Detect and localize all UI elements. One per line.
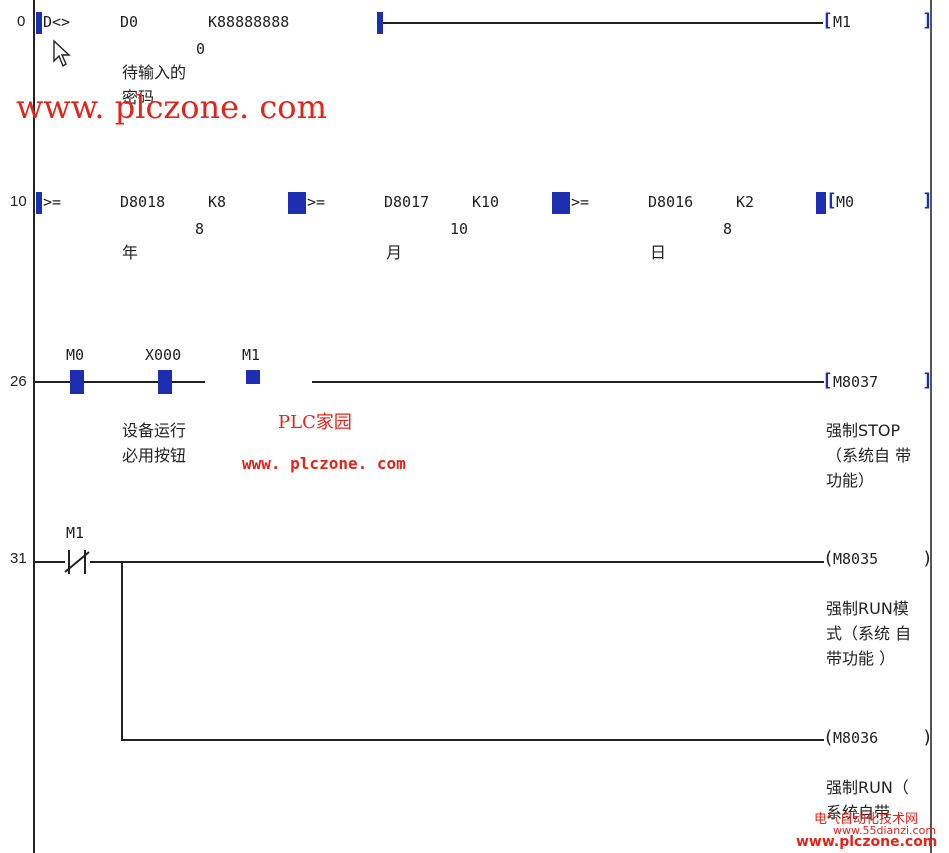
rung-0-step-number: 0 bbox=[17, 13, 26, 30]
rung-10-block-1-operand-2[interactable]: K8 bbox=[208, 193, 227, 211]
rung-31-branch-horizontal bbox=[121, 739, 824, 741]
mouse-pointer-icon bbox=[53, 39, 71, 68]
rung-10-block-2-value: 10 bbox=[450, 220, 469, 238]
rung-0-coil-close-bracket: ] bbox=[922, 10, 933, 31]
rung-31-coil-2-label[interactable]: M8036 bbox=[833, 729, 879, 747]
rung-10-block-1-comment: 年 bbox=[122, 243, 139, 262]
rung-31-coil-1-label[interactable]: M8035 bbox=[833, 550, 879, 568]
rung-10-block-2-operand-1[interactable]: D8017 bbox=[384, 193, 430, 211]
rung-31-nc-contact-m1[interactable] bbox=[63, 548, 91, 576]
rung-26-contact-m0[interactable] bbox=[70, 370, 84, 394]
rung-31-coil-2-close-paren: ) bbox=[922, 727, 933, 748]
watermark-corner-url-b: www.plczone.com bbox=[796, 834, 938, 850]
watermark-corner-url-a: www.55dianzi.com bbox=[833, 824, 937, 837]
rung-0-operand-1-value: 0 bbox=[196, 40, 206, 58]
rung-0-operand-2[interactable]: K88888888 bbox=[208, 13, 290, 31]
rung-26-contact-comment: 设备运行 必用按钮 bbox=[122, 421, 187, 465]
rung-10-block-3-start[interactable] bbox=[552, 192, 570, 214]
rung-26-contact-m1[interactable] bbox=[246, 370, 260, 384]
rung-0-compare-block-end[interactable] bbox=[377, 12, 383, 34]
rung-31-wire-left bbox=[35, 561, 65, 563]
rung-10-coil-label[interactable]: M0 bbox=[836, 193, 855, 211]
rung-0-coil-open-bracket: [ bbox=[822, 10, 833, 31]
watermark-url-top: www. plczone. com bbox=[16, 88, 327, 126]
rung-10-block-3-instruction[interactable]: >= bbox=[571, 193, 590, 211]
rung-10-block-3-value: 8 bbox=[723, 220, 733, 238]
rung-26-coil-close-bracket: ] bbox=[922, 370, 933, 391]
rung-0-coil-label[interactable]: M1 bbox=[833, 13, 852, 31]
rung-26-contact-3-label: M1 bbox=[242, 346, 261, 364]
rung-31-wire-main bbox=[90, 561, 824, 563]
rung-31-step-number: 31 bbox=[10, 550, 27, 567]
rung-0-operand-comment: 待输入的 密码 bbox=[122, 63, 187, 107]
rung-26-coil-label[interactable]: M8037 bbox=[833, 373, 879, 391]
rung-10-block-2-start[interactable] bbox=[288, 192, 306, 214]
rung-26-contact-1-label: M0 bbox=[66, 346, 85, 364]
rung-10-block-2-instruction[interactable]: >= bbox=[307, 193, 326, 211]
rung-0-operand-1[interactable]: D0 bbox=[120, 13, 139, 31]
rung-0-compare-instruction[interactable]: D<> bbox=[43, 13, 71, 31]
rung-26-wire-left bbox=[35, 381, 205, 383]
rung-26-contact-2-label: X000 bbox=[145, 346, 182, 364]
watermark-url-middle: www. plczone. com bbox=[242, 454, 406, 473]
rung-31-contact-label: M1 bbox=[66, 524, 85, 542]
rung-31-coil-1-open-paren: ( bbox=[823, 548, 834, 569]
rung-26-wire-right bbox=[312, 381, 824, 383]
rung-10-coil-close-bracket: ] bbox=[922, 190, 933, 211]
rung-10-block-3-comment: 日 bbox=[650, 243, 667, 262]
rung-10-step-number: 10 bbox=[10, 193, 27, 210]
rung-10-block-1-value: 8 bbox=[195, 220, 205, 238]
rung-10-block-1-operand-1[interactable]: D8018 bbox=[120, 193, 166, 211]
rung-10-block-3-operand-2[interactable]: K2 bbox=[736, 193, 755, 211]
rung-26-contact-x000[interactable] bbox=[158, 370, 172, 394]
rung-10-block-2-operand-2[interactable]: K10 bbox=[472, 193, 500, 211]
rung-10-block-2-comment: 月 bbox=[386, 243, 403, 262]
rung-31-coil-2-open-paren: ( bbox=[823, 727, 834, 748]
rung-0-wire bbox=[383, 22, 823, 24]
rung-10-block-1-start[interactable] bbox=[36, 192, 42, 214]
watermark-plc-title: PLC家园 bbox=[278, 412, 352, 433]
rung-10-coil-open-bracket: [ bbox=[826, 190, 837, 211]
rung-10-block-1-instruction[interactable]: >= bbox=[43, 193, 62, 211]
rung-31-coil-2-comment: 强制RUN（ 系统自带 bbox=[826, 778, 909, 822]
rung-31-coil-1-close-paren: ) bbox=[922, 548, 933, 569]
rung-26-coil-open-bracket: [ bbox=[822, 370, 833, 391]
rung-26-coil-comment: 强制STOP （系统自 带功能） bbox=[826, 421, 912, 490]
rung-0-compare-block-start[interactable] bbox=[36, 12, 42, 34]
left-power-rail bbox=[33, 0, 35, 853]
rung-10-coil-marker[interactable] bbox=[816, 192, 826, 214]
watermark-corner-site-name: 电气自动化技术网 bbox=[814, 812, 919, 827]
rung-10-block-3-operand-1[interactable]: D8016 bbox=[648, 193, 694, 211]
right-power-rail bbox=[930, 0, 932, 853]
rung-26-step-number: 26 bbox=[10, 373, 27, 390]
rung-31-branch-vertical bbox=[121, 561, 123, 741]
rung-31-coil-1-comment: 强制RUN模 式（系统 自带功能 ） bbox=[826, 599, 912, 668]
